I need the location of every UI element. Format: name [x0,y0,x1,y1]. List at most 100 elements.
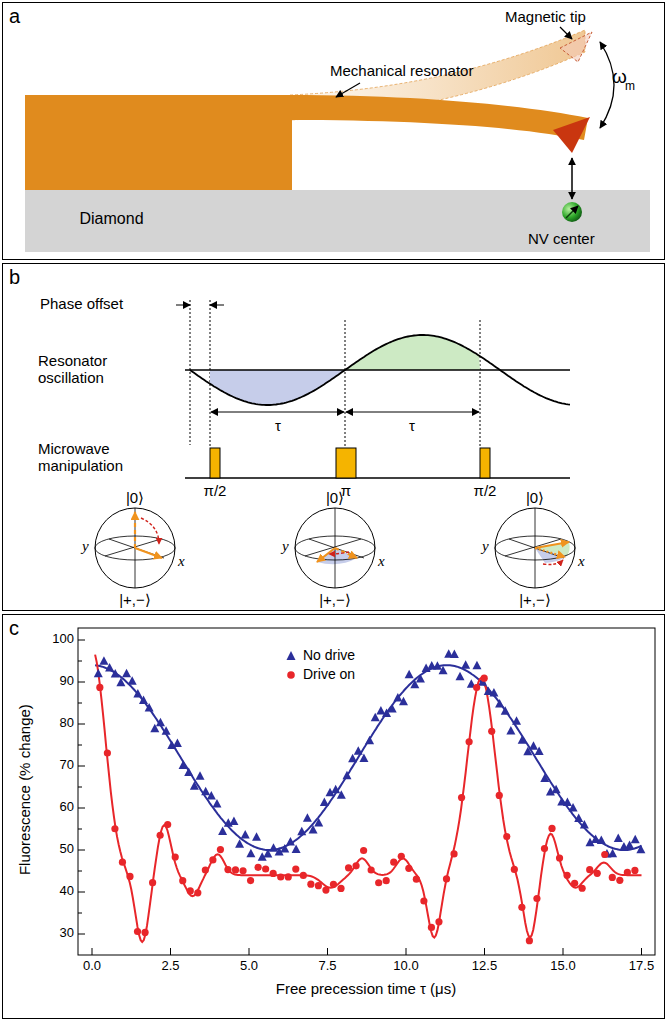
data-circle [126,873,133,880]
rotation-arrow [141,518,159,544]
data-triangle [320,797,329,806]
data-triangle [552,785,561,794]
panel-letter: c [9,617,19,640]
phase-arrow [210,305,224,306]
data-triangle [574,813,583,822]
data-triangle [636,845,645,854]
data-circle [413,876,420,883]
data-triangle [580,820,589,829]
row-label: Resonator oscillation [38,352,150,387]
state-vector [317,548,335,562]
data-circle [141,929,148,936]
data-triangle [529,741,538,750]
data-circle [134,928,141,935]
data-circle [157,832,164,839]
tick-label: 12.5 [472,959,497,974]
part-label: NV center [528,230,595,247]
data-circle [164,821,171,828]
data-triangle [105,663,114,672]
data-triangle [252,832,261,841]
fit-curve [95,665,641,850]
rotation-arrow [543,560,563,565]
coupling-arrow [571,158,573,199]
data-circle [533,895,540,902]
data-circle [330,881,337,888]
data-circle [609,874,616,881]
data-triangle [456,672,465,681]
magnetic-tip [553,117,590,153]
data-triangle [337,790,346,799]
data-circle [315,882,322,889]
axis-letter: y [482,538,489,555]
tick-label: 60 [60,800,74,815]
state-vector [134,512,136,548]
data-triangle [540,774,549,783]
data-triangle [631,835,640,844]
data-circle [172,853,179,860]
data-triangle [184,768,193,777]
tick-label: 2.5 [161,959,179,974]
data-triangle [569,803,578,812]
generated-strokes [78,335,645,955]
legend-text: Drive on [303,666,355,682]
data-circle [503,833,510,840]
interval-label: τ [409,417,415,434]
resonator-base [25,95,292,190]
bloch-axis [509,539,564,558]
microwave-pulse [336,448,356,478]
data-circle [571,880,578,887]
data-circle [473,684,480,691]
data-circle [488,728,495,735]
data-circle [368,866,375,873]
data-triangle [518,735,527,744]
data-triangle [241,830,250,839]
tick [78,787,82,788]
data-circle [217,846,224,853]
data-triangle [292,845,301,854]
data-triangle [99,656,108,665]
phase-fill [210,370,345,405]
data-triangle [145,703,154,712]
tick-label: 80 [60,716,74,731]
data-triangle [354,746,363,755]
data-circle [194,889,201,896]
data-triangle [393,693,402,702]
data-circle [209,856,216,863]
data-circle [458,794,465,801]
bloch-axis [305,539,361,556]
tick-label: 50 [60,842,74,857]
data-triangle [173,738,182,747]
data-triangle [495,699,504,708]
panel-letter: a [9,5,20,28]
data-triangle [472,661,481,670]
nv-center [562,202,582,222]
data-circle [450,850,457,857]
tick [78,724,85,725]
data-circle [232,866,239,873]
data-triangle [489,688,498,697]
panel-letter: b [9,266,20,289]
pulse-label: π/2 [474,482,497,499]
tick [78,661,82,662]
data-triangle [235,839,244,848]
data-triangle [359,753,368,762]
axis-letter: x [178,553,185,570]
data-triangle [331,785,340,794]
state-label: |+,−⟩ [319,591,351,608]
data-circle [111,825,118,832]
data-circle [300,872,307,879]
state-vector [535,548,565,557]
data-circle [292,865,299,872]
data-circle [270,870,277,877]
data-circle [345,864,352,871]
part-label: Mechanical resonator [330,62,473,79]
pulse-baseline [185,477,570,478]
data-triangle [162,726,171,735]
data-circle [375,879,382,886]
data-triangle [342,771,351,780]
data-circle [149,879,156,886]
data-circle [352,862,359,869]
data-triangle [229,816,238,825]
data-circle [579,885,586,892]
tick-label: 40 [60,884,74,899]
